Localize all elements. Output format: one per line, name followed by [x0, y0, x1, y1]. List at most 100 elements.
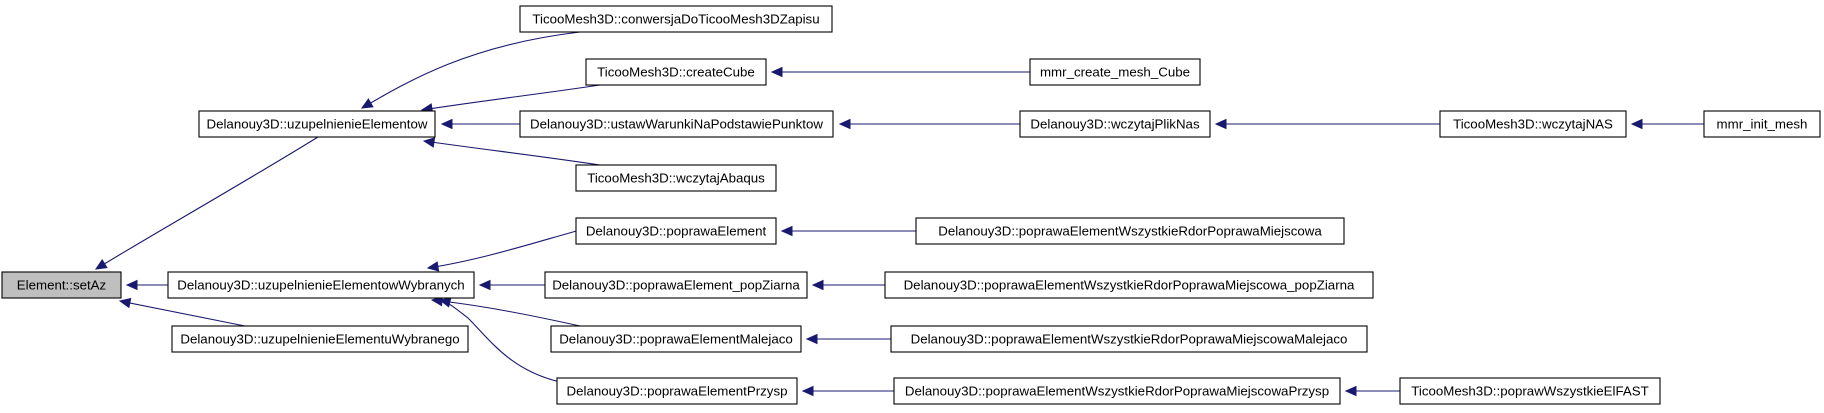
node-box[interactable]: [1439, 110, 1627, 138]
edge-line: [95, 136, 319, 270]
node-box[interactable]: [575, 217, 777, 245]
node-box[interactable]: [550, 325, 802, 353]
node-uzupelnienie-elementow-wybranych[interactable]: Delanouy3D::uzupelnienieElementowWybrany…: [167, 271, 475, 299]
node-label: Delanouy3D::poprawaElementWszystkieRdorP…: [904, 278, 1355, 293]
node-box[interactable]: [171, 325, 469, 353]
node-label: mmr_init_mesh: [1717, 117, 1808, 132]
node-wczytaj-plik-nas[interactable]: Delanouy3D::wczytajPlikNas: [1019, 110, 1211, 138]
node-box[interactable]: [544, 271, 808, 299]
node-box[interactable]: [167, 271, 475, 299]
arrowhead: [438, 297, 452, 308]
node-wszystkie-miejscowa[interactable]: Delanouy3D::poprawaElementWszystkieRdorP…: [915, 217, 1345, 245]
arrowhead: [1630, 118, 1643, 130]
node-label: Delanouy3D::uzupelnienieElementuWybraneg…: [180, 332, 459, 347]
arrowhead: [440, 118, 453, 130]
node-label: Delanouy3D::poprawaElementWszystkieRdorP…: [938, 224, 1322, 239]
arrowhead: [1214, 118, 1227, 130]
edge-wszystkie-miejscowa-pop-ziarna-to-poprawa-element-pop-ziarna: [811, 279, 885, 291]
edge-line: [119, 300, 246, 327]
arrowhead: [118, 297, 132, 309]
node-wczytaj-abaqus[interactable]: TicooMesh3D::wczytajAbaqus: [575, 164, 777, 192]
arrowhead: [478, 279, 491, 291]
edge-wszystkie-miejscowa-to-poprawa-element: [780, 225, 916, 237]
edge-line: [361, 31, 581, 109]
node-poprawa-element-pop-ziarna[interactable]: Delanouy3D::poprawaElement_popZiarna: [544, 271, 808, 299]
node-label: TicooMesh3D::createCube: [597, 65, 755, 80]
arrowhead: [422, 137, 436, 148]
node-label: TicooMesh3D::wczytajAbaqus: [587, 171, 765, 186]
edge-uzupelnienie-elementow-to-element-setaz: [94, 136, 319, 270]
edge-popraw-wszystkie-elfast-to-wszystkie-miejscowa-przysp: [1344, 385, 1400, 397]
edge-poprawa-element-malejaco-to-uzupelnienie-elementow-wybranych: [430, 295, 581, 327]
node-label: TicooMesh3D::conwersjaDoTicooMesh3DZapis…: [532, 12, 819, 27]
arrowhead: [811, 279, 824, 291]
node-wszystkie-miejscowa-pop-ziarna[interactable]: Delanouy3D::poprawaElementWszystkieRdorP…: [884, 271, 1374, 299]
edge-line: [423, 140, 601, 166]
node-wszystkie-miejscowa-przysp[interactable]: Delanouy3D::poprawaElementWszystkieRdorP…: [893, 377, 1341, 405]
node-box[interactable]: [884, 271, 1374, 299]
node-label: Element::setAz: [17, 278, 106, 293]
node-wczytaj-nas[interactable]: TicooMesh3D::wczytajNAS: [1439, 110, 1627, 138]
node-konwersja[interactable]: TicooMesh3D::conwersjaDoTicooMesh3DZapis…: [519, 5, 833, 33]
node-box[interactable]: [556, 377, 798, 405]
node-label: Delanouy3D::uzupelnienieElementowWybrany…: [177, 278, 464, 293]
node-box[interactable]: [575, 164, 777, 192]
arrowhead: [1344, 385, 1357, 397]
node-label: Delanouy3D::wczytajPlikNas: [1030, 117, 1200, 132]
edge-line: [427, 229, 581, 269]
edge-uzupelnienie-elementu-wybranego-to-element-setaz: [118, 297, 246, 327]
node-ustaw-warunki[interactable]: Delanouy3D::ustawWarunkiNaPodstawiePunkt…: [519, 110, 834, 138]
node-poprawa-element[interactable]: Delanouy3D::poprawaElement: [575, 217, 777, 245]
node-box[interactable]: [1399, 377, 1661, 405]
arrowhead: [360, 98, 374, 109]
arrowhead: [780, 225, 793, 237]
edge-line: [421, 84, 601, 111]
edge-konwersja-to-uzupelnienie-elementow: [360, 31, 581, 109]
node-label: Delanouy3D::poprawaElementWszystkieRdorP…: [905, 384, 1329, 399]
node-box[interactable]: [1, 271, 122, 299]
node-label: Delanouy3D::poprawaElementPrzysp: [567, 384, 788, 399]
node-popraw-wszystkie-elfast[interactable]: TicooMesh3D::poprawWszystkieElFAST: [1399, 377, 1661, 405]
node-label: Delanouy3D::poprawaElementWszystkieRdorP…: [911, 332, 1348, 347]
node-box[interactable]: [890, 325, 1368, 353]
arrowhead: [838, 118, 851, 130]
node-box[interactable]: [1019, 110, 1211, 138]
node-box[interactable]: [1029, 58, 1201, 86]
edge-create-cube-to-uzupelnienie-elementow: [420, 84, 601, 114]
edge-line: [431, 299, 581, 327]
edge-wszystkie-miejscowa-malejaco-to-poprawa-element-malejaco: [805, 333, 891, 345]
edge-wczytaj-abaqus-to-uzupelnienie-elementow: [422, 137, 601, 166]
node-box[interactable]: [1703, 110, 1821, 138]
graph-nodes: Element::setAzDelanouy3D::uzupelnienieEl…: [1, 5, 1821, 405]
edge-wszystkie-miejscowa-przysp-to-poprawa-element-przysp: [801, 385, 894, 397]
edge-poprawa-element-to-uzupelnienie-elementow-wybranych: [426, 229, 581, 272]
node-box[interactable]: [893, 377, 1341, 405]
edge-mmr-init-mesh-to-wczytaj-nas: [1630, 118, 1704, 130]
node-box[interactable]: [585, 58, 767, 86]
arrowhead: [94, 259, 108, 270]
node-box[interactable]: [519, 110, 834, 138]
node-uzupelnienie-elementu-wybranego[interactable]: Delanouy3D::uzupelnienieElementuWybraneg…: [171, 325, 469, 353]
node-element-setaz[interactable]: Element::setAz: [1, 271, 122, 299]
node-box[interactable]: [198, 110, 436, 138]
node-create-cube[interactable]: TicooMesh3D::createCube: [585, 58, 767, 86]
node-wszystkie-miejscowa-malejaco[interactable]: Delanouy3D::poprawaElementWszystkieRdorP…: [890, 325, 1368, 353]
node-mmr-create-mesh-cube[interactable]: mmr_create_mesh_Cube: [1029, 58, 1201, 86]
node-poprawa-element-malejaco[interactable]: Delanouy3D::poprawaElementMalejaco: [550, 325, 802, 353]
edge-poprawa-element-pop-ziarna-to-uzupelnienie-elementow-wybranych: [478, 279, 545, 291]
node-label: Delanouy3D::poprawaElement_popZiarna: [552, 278, 800, 293]
arrowhead: [801, 385, 814, 397]
node-mmr-init-mesh[interactable]: mmr_init_mesh: [1703, 110, 1821, 138]
arrowhead: [125, 279, 138, 291]
node-poprawa-element-przysp[interactable]: Delanouy3D::poprawaElementPrzysp: [556, 377, 798, 405]
node-label: Delanouy3D::poprawaElement: [586, 224, 767, 239]
node-label: Delanouy3D::uzupelnienieElementow: [206, 117, 427, 132]
edge-wczytaj-nas-to-wczytaj-plik-nas: [1214, 118, 1440, 130]
node-box[interactable]: [519, 5, 833, 33]
edge-mmr-create-mesh-cube-to-create-cube: [770, 66, 1030, 78]
node-box[interactable]: [915, 217, 1345, 245]
node-label: TicooMesh3D::wczytajNAS: [1453, 117, 1613, 132]
node-label: Delanouy3D::poprawaElementMalejaco: [559, 332, 793, 347]
node-uzupelnienie-elementow[interactable]: Delanouy3D::uzupelnienieElementow: [198, 110, 436, 138]
